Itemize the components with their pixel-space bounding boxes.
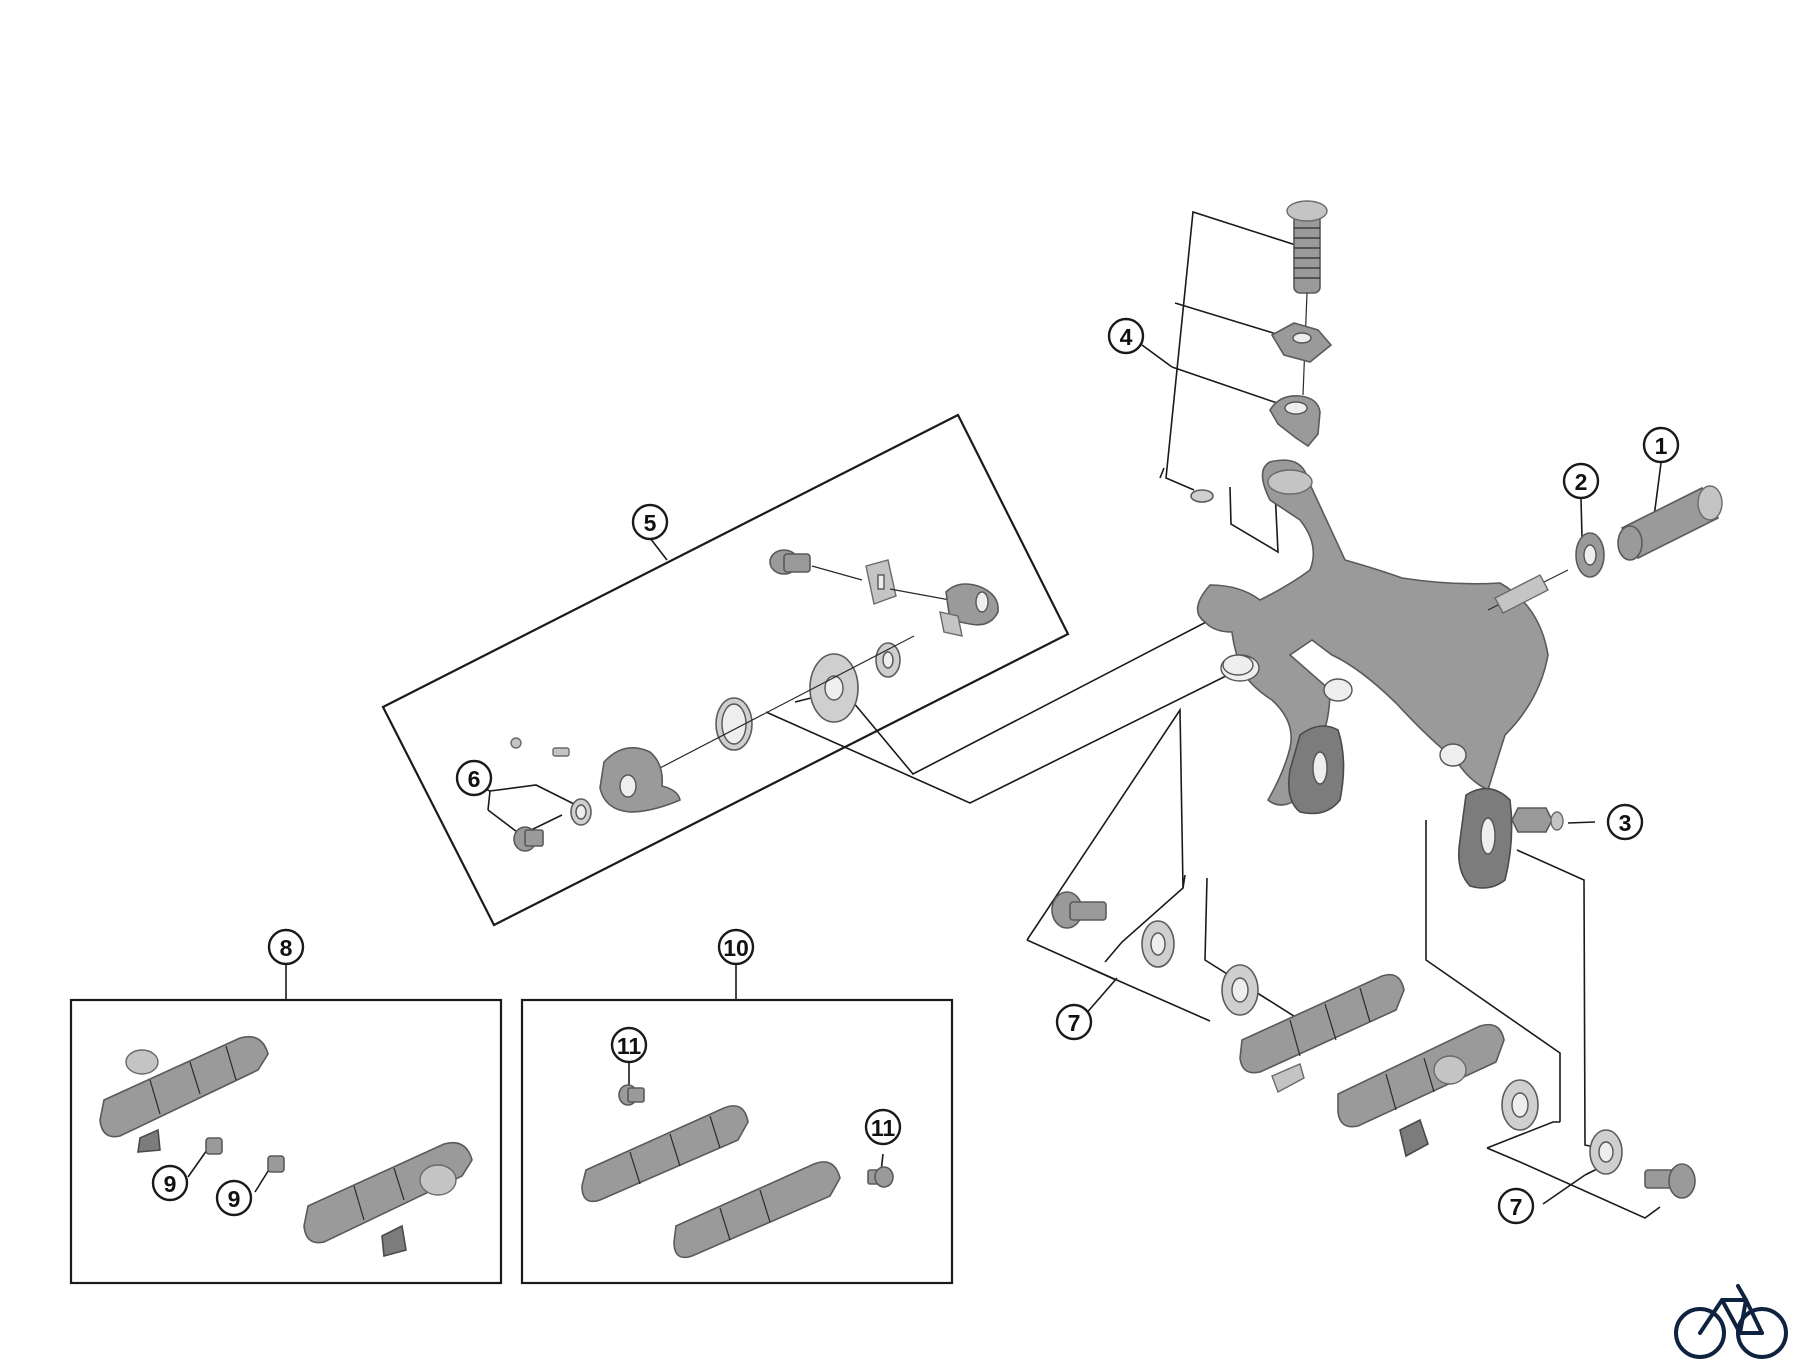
shoe-8-a [99, 1035, 269, 1153]
svg-text:8: 8 [280, 935, 293, 961]
brake-pad-10-a [581, 1105, 749, 1203]
svg-text:7: 7 [1510, 1194, 1523, 1220]
cable-holder [1269, 394, 1321, 448]
svg-text:11: 11 [871, 1115, 896, 1141]
small-centering-bolt [1511, 807, 1564, 833]
detent-ball [510, 737, 522, 749]
svg-text:4: 4 [1120, 324, 1133, 350]
callout-11-a: 11 [610, 1026, 648, 1064]
group-box-5 [381, 413, 1070, 927]
shoe-bolt-left [1051, 891, 1107, 929]
callout-7-right: 7 [1497, 1187, 1535, 1225]
callout-1: 1 [1642, 426, 1680, 464]
group-box-8 [69, 998, 503, 1285]
detent-spring [552, 747, 570, 757]
svg-text:1: 1 [1655, 433, 1668, 459]
svg-text:2: 2 [1575, 469, 1588, 495]
brake-pad-10-b [673, 1161, 841, 1259]
callout-9-b: 9 [215, 1179, 253, 1217]
small-o-ring [1190, 489, 1214, 503]
pad-screw-9-b [267, 1155, 285, 1173]
cam-lever [599, 746, 681, 813]
callout-5: 5 [631, 503, 669, 541]
svg-text:9: 9 [228, 1186, 241, 1212]
barrel-nut [939, 583, 999, 637]
callout-2: 2 [1562, 462, 1600, 500]
brake-shoe-upper [1239, 973, 1405, 1093]
caliper-arm-body [1196, 459, 1549, 889]
qr-bolt [769, 549, 811, 575]
callout-11-b: 11 [864, 1108, 902, 1146]
svg-text:5: 5 [644, 510, 657, 536]
svg-text:9: 9 [164, 1171, 177, 1197]
group-8-parts [99, 1035, 473, 1258]
pivot-bolt-sleeve [1617, 485, 1723, 561]
callout-7-left: 7 [1055, 1003, 1093, 1041]
shoe-bolt-right [1644, 1163, 1696, 1199]
group-10-parts [581, 1084, 894, 1259]
pad-screw-11-b [867, 1166, 894, 1188]
svg-text:11: 11 [617, 1033, 642, 1059]
callout-3: 3 [1606, 803, 1644, 841]
shoe-mount-parts [1051, 891, 1696, 1199]
adjuster-nut [1270, 322, 1333, 363]
callout-10: 10 [717, 928, 755, 966]
svg-text:10: 10 [723, 935, 749, 961]
svg-text:7: 7 [1068, 1010, 1081, 1036]
pad-screw-9-a [205, 1137, 223, 1155]
quick-release-parts [510, 549, 999, 852]
callout-9-a: 9 [151, 1164, 189, 1202]
bicycle-logo-icon [1674, 1284, 1788, 1359]
barrel-adjuster-bolt [1286, 200, 1328, 396]
toothed-washer [1575, 532, 1605, 578]
callout-8: 8 [267, 928, 305, 966]
group-box-10 [520, 998, 954, 1285]
svg-text:6: 6 [468, 766, 481, 792]
brake-shoe-lower [1337, 1023, 1505, 1158]
callout-4: 4 [1107, 317, 1145, 355]
callout-6: 6 [455, 759, 493, 797]
pad-screw-11-a [618, 1084, 645, 1106]
caliper-parts [1190, 200, 1723, 889]
shoe-8-b [303, 1141, 473, 1258]
cam-washer [809, 653, 859, 723]
svg-text:3: 3 [1619, 810, 1632, 836]
pivot-bolt-shaft [1487, 569, 1569, 614]
cable-clip-plate [865, 559, 897, 605]
pivot-screw-6 [513, 826, 544, 852]
